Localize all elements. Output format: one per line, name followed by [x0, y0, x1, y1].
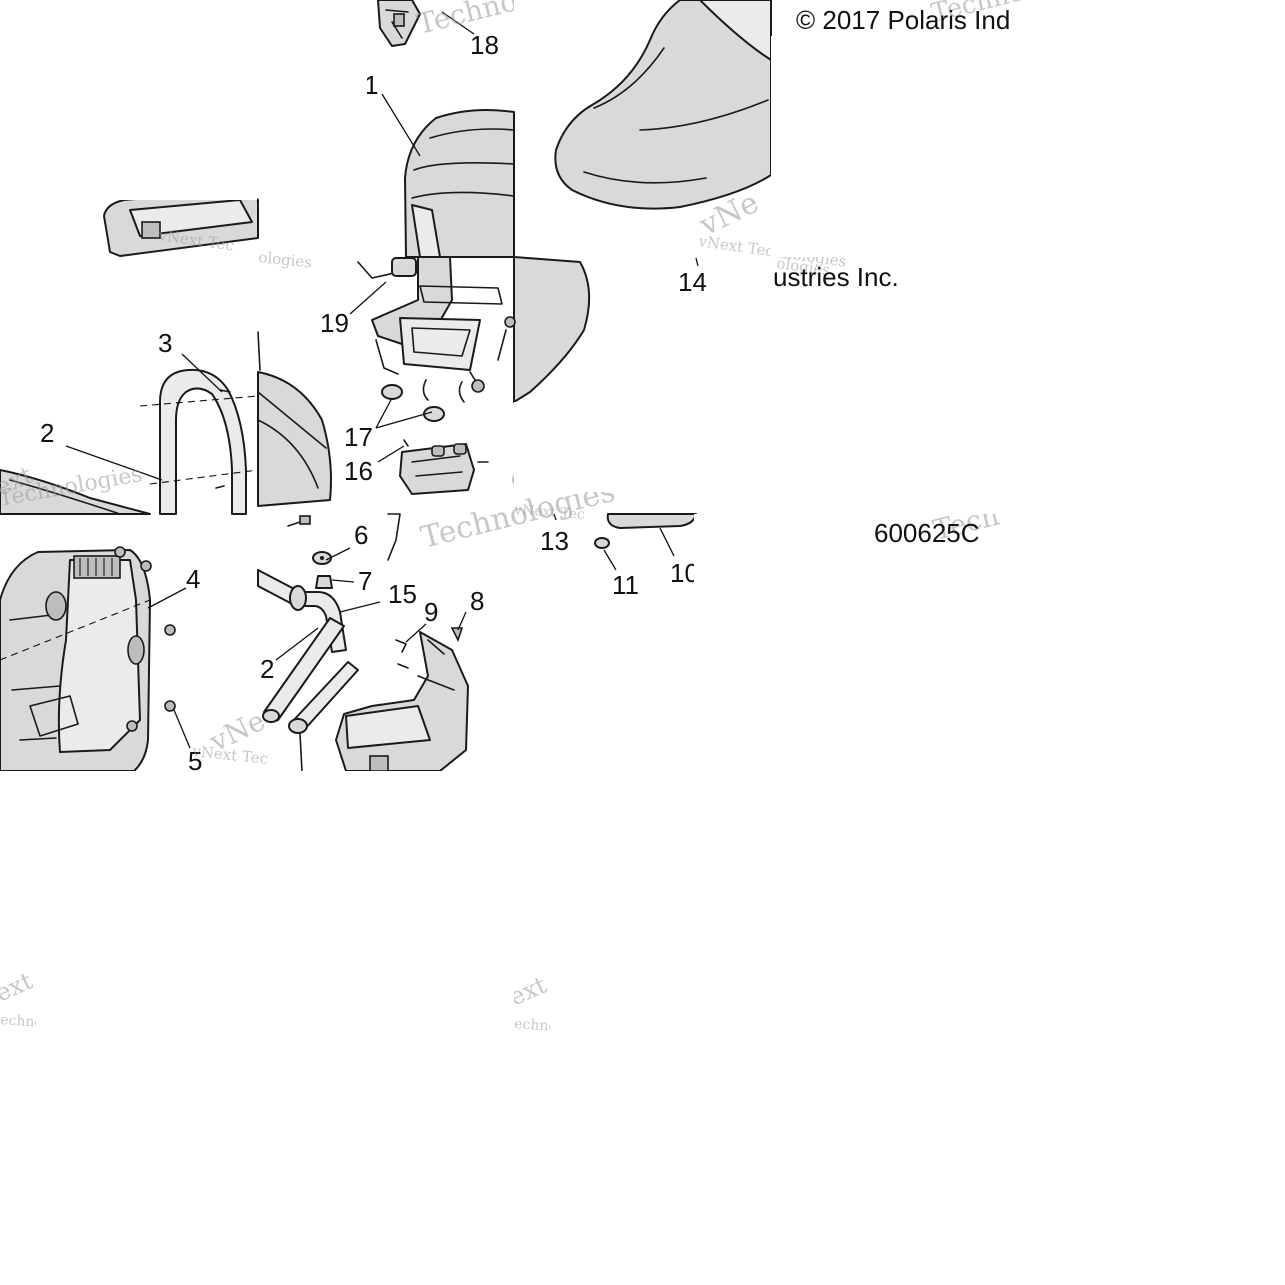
seat-frame-assembly	[371, 256, 591, 403]
part-14-seat	[554, 0, 772, 210]
part-10-cover	[606, 513, 697, 529]
callout-4: 4	[186, 564, 200, 594]
left-tray-fragment	[103, 189, 259, 257]
part-7-nut	[315, 575, 333, 589]
callout-numbers: 18 1 19 3 2 17 16 13 10 11 14 6 7 15 9 8…	[40, 30, 707, 776]
callout-6: 6	[354, 520, 368, 550]
part-1-backrest	[404, 109, 515, 258]
callout-2-lower: 2	[260, 654, 274, 684]
callout-7: 7	[358, 566, 372, 596]
part-2-tube	[288, 661, 359, 772]
part-18-bracket	[377, 0, 421, 47]
callout-3: 3	[158, 328, 172, 358]
callout-11: 11	[612, 570, 639, 600]
watermark-tail-1: ologies	[258, 248, 313, 272]
watermark-fragment-4: echno	[0, 1012, 43, 1031]
diagram-code: 600625C	[874, 518, 980, 548]
watermark-phrase-3: vNext Tec	[513, 502, 586, 523]
part-17-grommets	[381, 384, 445, 422]
callout-14: 14	[678, 267, 707, 297]
callout-5: 5	[188, 746, 202, 776]
part-9-clip	[395, 639, 409, 669]
callout-2-upper: 2	[40, 418, 54, 448]
part-16-latch	[399, 439, 489, 495]
lower-housing	[335, 631, 469, 772]
callout-17: 17	[344, 422, 373, 452]
watermark-fragment-6: echno	[514, 1016, 558, 1035]
part-15-bent-bar	[257, 569, 347, 723]
callout-9: 9	[424, 597, 438, 627]
leader-lines	[65, 11, 699, 749]
callout-1: 1	[364, 70, 378, 100]
part-4-back-panel	[0, 549, 151, 772]
callout-13: 13	[540, 526, 569, 556]
watermark-fragment-3: ext	[0, 967, 37, 1008]
part-8-pushpin	[450, 627, 464, 643]
callout-19: 19	[320, 308, 349, 338]
part-5-fasteners	[114, 546, 176, 732]
callout-18: 18	[470, 30, 499, 60]
part-6-washer	[312, 551, 332, 565]
callout-15: 15	[388, 579, 417, 609]
copyright-mid: ustries Inc.	[773, 262, 899, 292]
callout-16: 16	[344, 456, 373, 486]
part-11-screw	[594, 537, 610, 549]
part-12-clip	[387, 513, 401, 561]
bolt-upper	[287, 515, 311, 527]
part-2-grab-handle	[139, 331, 332, 515]
callout-8: 8	[470, 586, 484, 616]
left-bar-fragment	[0, 469, 151, 515]
part-19-pin	[357, 257, 417, 279]
copyright-top: © 2017 Polaris Ind	[796, 5, 1010, 35]
watermark-word-1: Techno	[414, 0, 521, 41]
